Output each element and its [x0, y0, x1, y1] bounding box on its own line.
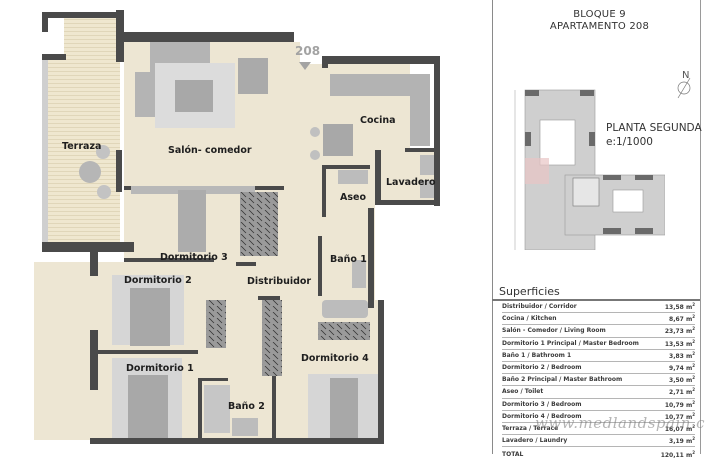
compass-icon: N	[672, 68, 698, 107]
room-label-bano-1: Baño 1	[330, 254, 367, 265]
table-row: Dormitorio 2 / Bedroom 9,74 m2	[502, 362, 695, 375]
row-value: 3,83 m2	[669, 350, 695, 360]
total-label: TOTAL	[502, 450, 524, 458]
row-label: Lavadero / Laundry	[502, 437, 568, 445]
coffee-table	[175, 80, 213, 112]
row-value: 8,67 m2	[669, 314, 695, 324]
room-label-distribuidor: Distribuidor	[247, 276, 312, 287]
table-row: Salón - Comedor / Living Room 23,73 m2	[502, 325, 695, 338]
floor-level-label: PLANTA SEGUNDA	[606, 122, 702, 134]
apartment-number-marker: 208	[295, 44, 321, 58]
bed-dormitorio-2	[130, 288, 170, 346]
row-label: Aseo / Toilet	[502, 388, 544, 396]
shower	[204, 385, 230, 433]
row-value: 23,73 m2	[664, 326, 695, 336]
row-value: 13,53 m2	[664, 338, 695, 348]
total-value: 120,11 m2	[660, 449, 695, 459]
apartment-highlight	[525, 158, 549, 184]
info-panel: BLOQUE 9 APARTAMENTO 208	[492, 0, 705, 454]
room-label-bano-2: Baño 2	[228, 401, 265, 412]
bed-dormitorio-1	[128, 375, 168, 438]
room-label-terraza: Terraza	[62, 141, 102, 152]
room-label-dormitorio-4: Dormitorio 4	[301, 353, 369, 364]
dining-table	[238, 58, 268, 94]
total-row: TOTAL 120,11 m2	[502, 447, 695, 461]
room-label-cocina: Cocina	[360, 115, 396, 126]
room-label-salon-comedor: Salón- comedor	[168, 145, 252, 156]
table-row: Cocina / Kitchen 8,67 m2	[502, 313, 695, 326]
row-label: Terraza / Terrace	[502, 424, 559, 432]
apartment-title: APARTAMENTO 208	[549, 21, 650, 32]
row-label: Cocina / Kitchen	[502, 315, 557, 323]
table-row: Dormitorio 4 / Bedroom 10,77 m2	[502, 411, 695, 423]
panel-border	[700, 0, 701, 454]
row-value: 3,19 m2	[669, 436, 695, 446]
floor-plan: 208 Terraza Salón- comedor Cocina Lavade…	[34, 10, 440, 444]
row-value: 16,07 m2	[664, 423, 695, 433]
row-value: 13,58 m2	[664, 302, 695, 312]
row-value: 3,50 m2	[669, 375, 695, 385]
row-label: Salón - Comedor / Living Room	[502, 327, 606, 335]
watermark: www.medlandspain.com	[535, 414, 705, 432]
row-label: Dormitorio 2 / Bedroom	[502, 364, 582, 372]
room-label-dormitorio-2: Dormitorio 2	[124, 275, 192, 286]
walls	[42, 10, 440, 444]
entry-marker-icon	[299, 62, 311, 70]
row-label: Baño 1 / Bathroom 1	[502, 351, 572, 359]
table-row: Terraza / Terrace 16,07 m2	[502, 423, 695, 436]
surfaces-divider	[492, 299, 700, 301]
table-row: Aseo / Toilet 2,71 m2	[502, 386, 695, 399]
bed-dormitorio-3	[178, 190, 206, 252]
table-row: Dormitorio 3 / Bedroom 10,79 m2	[502, 399, 695, 411]
room-label-aseo: Aseo	[340, 192, 366, 203]
row-label: Distribuidor / Corridor	[502, 303, 577, 311]
row-value: 10,79 m2	[664, 399, 695, 409]
surfaces-title: Superficies	[499, 285, 560, 298]
bed-dormitorio-4	[330, 378, 358, 438]
row-label: Dormitorio 3 / Bedroom	[502, 400, 582, 408]
block-title: BLOQUE 9	[573, 9, 626, 20]
bathtub	[322, 300, 368, 318]
svg-text:N: N	[682, 70, 689, 81]
table-row: Baño 2 Principal / Master Bathroom 3,50 m…	[502, 374, 695, 387]
row-label: Dormitorio 4 / Bedroom	[502, 412, 582, 420]
row-value: 2,71 m2	[669, 387, 695, 397]
row-value: 9,74 m2	[669, 363, 695, 373]
row-label: Dormitorio 1 Principal / Master Bedroom	[502, 339, 639, 347]
room-label-lavadero: Lavadero	[386, 177, 436, 188]
room-label-dormitorio-1: Dormitorio 1	[126, 363, 194, 374]
row-label: Baño 2 Principal / Master Bathroom	[502, 376, 623, 384]
table-row: Lavadero / Laundry 3,19 m2	[502, 435, 695, 448]
scale-label: e:1/1000	[606, 136, 653, 148]
surfaces-table: Distribuidor / Corridor 13,58 m2 Cocina /…	[502, 301, 695, 461]
table-row: Dormitorio 1 Principal / Master Bedroom 1…	[502, 338, 695, 350]
row-value: 10,77 m2	[664, 411, 695, 421]
room-label-dormitorio-3: Dormitorio 3	[160, 252, 228, 263]
floor-plan-drawing	[34, 10, 440, 444]
table-row: Baño 1 / Bathroom 1 3,83 m2	[502, 350, 695, 362]
table-row: Distribuidor / Corridor 13,58 m2	[502, 301, 695, 314]
key-plan-building	[514, 89, 665, 250]
